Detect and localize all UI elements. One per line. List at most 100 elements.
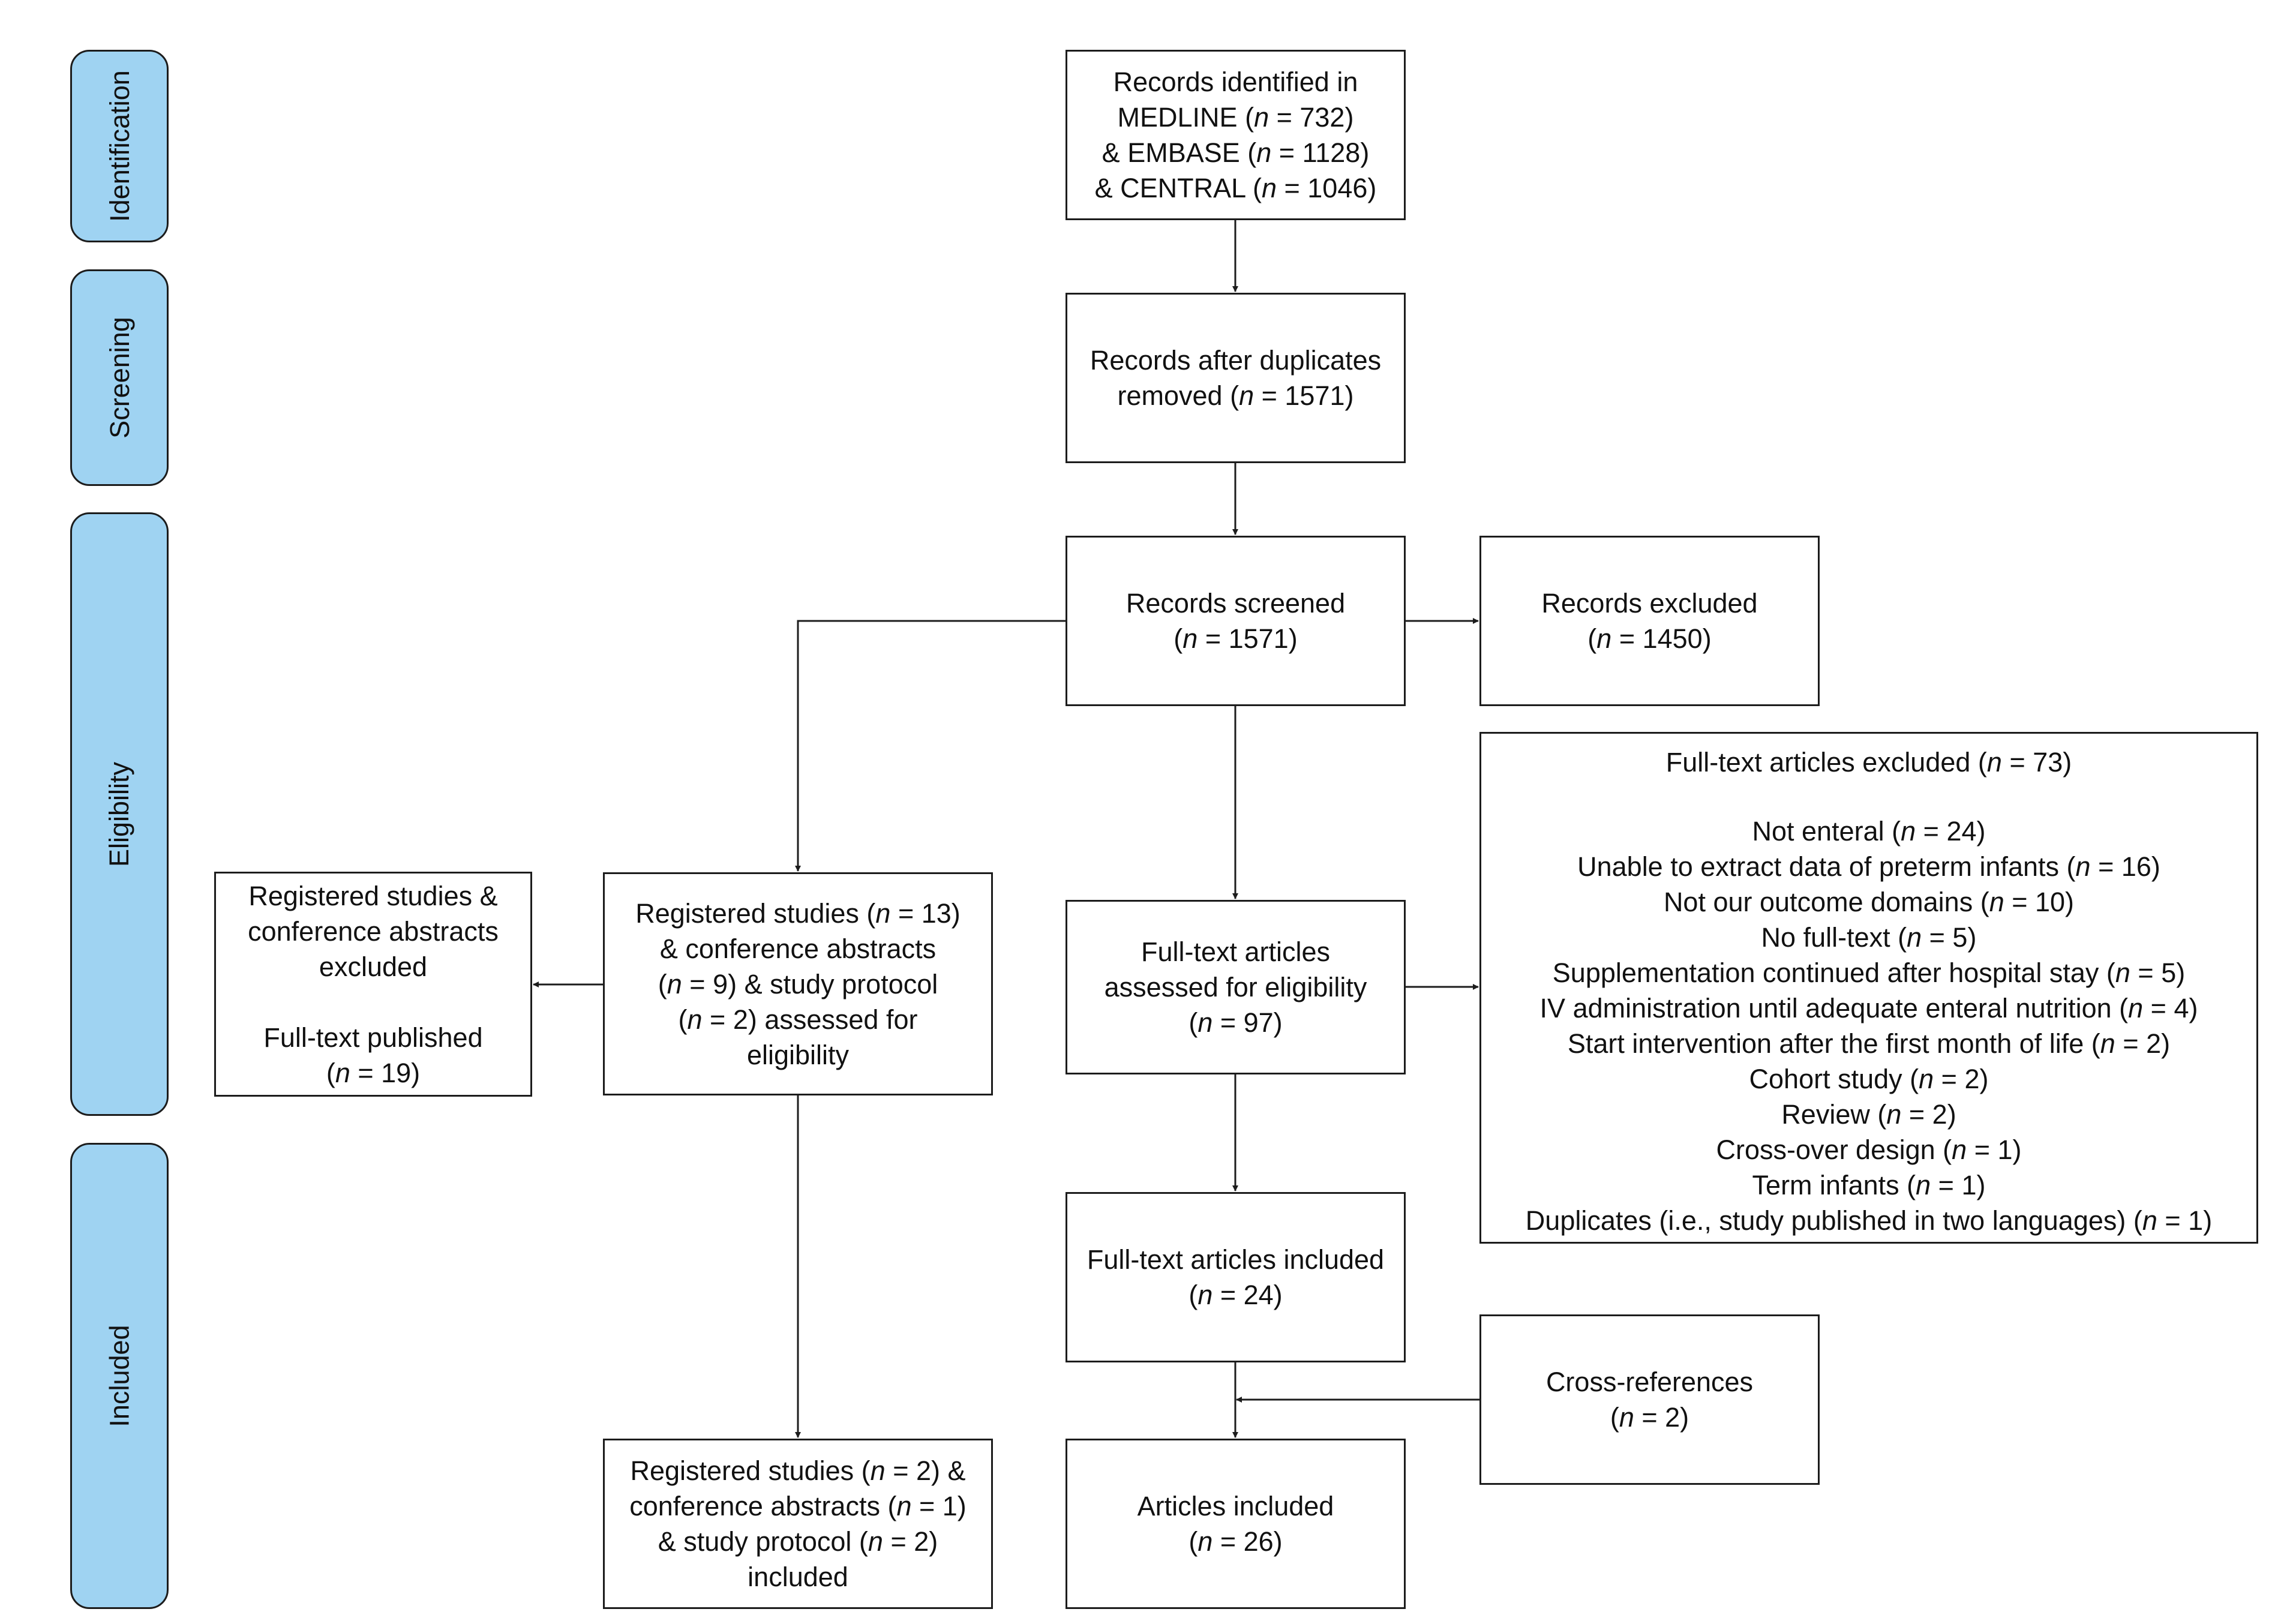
- box-text-line: (n = 1450): [1587, 621, 1711, 656]
- box-text-line: Full-text articles included: [1087, 1242, 1384, 1277]
- text-run: & CENTRAL (: [1094, 173, 1262, 203]
- text-run: = 1): [1967, 1134, 2022, 1165]
- box-text-line: Term infants (n = 1): [1752, 1167, 1986, 1203]
- box-records-screened: Records screened(n = 1571): [1066, 536, 1406, 706]
- text-run: (: [678, 1004, 688, 1035]
- italic-n: n: [667, 968, 682, 999]
- text-run: = 19): [350, 1057, 421, 1088]
- italic-n: n: [1182, 623, 1198, 654]
- text-run: (: [1610, 1402, 1619, 1433]
- italic-n: n: [1919, 1064, 1934, 1094]
- italic-n: n: [1261, 173, 1277, 203]
- italic-n: n: [1886, 1099, 1902, 1130]
- text-run: Articles included: [1137, 1491, 1334, 1521]
- text-run: (: [658, 968, 667, 999]
- box-text-line: Full-text articles excluded (n = 73): [1666, 745, 2072, 780]
- phase-eligibility: Eligibility: [70, 512, 169, 1116]
- box-fulltext-excluded: Full-text articles excluded (n = 73) Not …: [1479, 732, 2258, 1244]
- text-run: (: [326, 1057, 335, 1088]
- box-text-line: Articles included: [1138, 1488, 1334, 1524]
- phase-included: Included: [70, 1143, 169, 1609]
- box-text-line: & study protocol (n = 2): [658, 1524, 938, 1559]
- text-run: Registered studies (: [630, 1455, 871, 1486]
- text-run: Supplementation continued after hospital…: [1552, 957, 2115, 988]
- text-run: included: [748, 1562, 848, 1592]
- box-text-line: (n = 2): [1610, 1400, 1689, 1435]
- text-run: Records after duplicates: [1090, 345, 1382, 376]
- box-text-line: Start intervention after the first month…: [1568, 1026, 2170, 1061]
- text-run: = 2): [1934, 1064, 1989, 1094]
- italic-n: n: [1986, 747, 2002, 778]
- text-run: = 5): [2130, 957, 2186, 988]
- italic-n: n: [1989, 887, 2004, 917]
- text-run: Not our outcome domains (: [1663, 887, 1989, 917]
- box-text-line: excluded: [319, 949, 427, 984]
- italic-n: n: [1907, 922, 1922, 953]
- box-text-line: Cohort study (n = 2): [1749, 1061, 1989, 1097]
- text-run: Duplicates (i.e., study published in two…: [1525, 1205, 2142, 1236]
- text-run: Cross-references: [1545, 1367, 1754, 1397]
- text-run: = 1571): [1254, 380, 1354, 411]
- box-registered-assessed: Registered studies (n = 13)& conference …: [603, 872, 993, 1095]
- box-text-line: Full-text articles: [1141, 934, 1330, 969]
- text-run: = 10): [2004, 887, 2075, 917]
- box-text-line: removed (n = 1571): [1118, 378, 1354, 413]
- box-text-line: Review (n = 2): [1781, 1097, 1956, 1132]
- box-text-line: Not our outcome domains (n = 10): [1664, 884, 2074, 920]
- text-run: = 97): [1212, 1007, 1283, 1038]
- box-text-line: Records identified in: [1114, 64, 1358, 100]
- text-run: Review (: [1781, 1099, 1887, 1130]
- text-run: = 1450): [1611, 623, 1712, 654]
- text-run: = 1): [911, 1491, 967, 1521]
- box-text-line: conference abstracts: [248, 914, 499, 949]
- text-run: Full-text articles included: [1087, 1244, 1385, 1275]
- text-run: (: [1587, 623, 1597, 654]
- text-run: = 2): [1901, 1099, 1956, 1130]
- box-text-line: & EMBASE (n = 1128): [1102, 135, 1370, 170]
- box-text-line: assessed for eligibility: [1105, 969, 1367, 1005]
- italic-n: n: [2142, 1205, 2157, 1236]
- box-text-line: Duplicates (i.e., study published in two…: [1526, 1203, 2212, 1238]
- text-run: IV administration until adequate enteral…: [1539, 993, 2129, 1023]
- text-run: = 2): [1634, 1402, 1689, 1433]
- text-run: Records excluded: [1541, 588, 1758, 619]
- box-text-line: Full-text published: [263, 1020, 482, 1055]
- box-fulltext-included: Full-text articles included(n = 24): [1066, 1192, 1406, 1362]
- text-run: (: [1188, 1280, 1198, 1310]
- italic-n: n: [1596, 623, 1612, 654]
- text-run: = 1046): [1277, 173, 1377, 203]
- box-text-line: No full-text (n = 5): [1761, 920, 1977, 955]
- text-run: No full-text (: [1761, 922, 1907, 953]
- text-run: & conference abstracts: [659, 933, 937, 964]
- box-text-line: Registered studies (n = 13): [635, 896, 961, 931]
- text-run: MEDLINE (: [1117, 102, 1254, 133]
- text-run: = 1128): [1271, 137, 1370, 168]
- box-text-line: Not enteral (n = 24): [1752, 813, 1986, 849]
- text-run: assessed for eligibility: [1104, 972, 1367, 1002]
- box-text-line: Cross-references: [1546, 1364, 1753, 1400]
- text-run: Full-text articles excluded (: [1665, 747, 1987, 778]
- text-run: = 1): [2157, 1205, 2213, 1236]
- italic-n: n: [1239, 380, 1254, 411]
- box-records-excluded: Records excluded(n = 1450): [1479, 536, 1820, 706]
- box-text-line: Records excluded: [1541, 586, 1757, 621]
- box-text-line: Records after duplicates: [1090, 343, 1381, 378]
- italic-n: n: [1901, 816, 1916, 846]
- text-run: Cohort study (: [1749, 1064, 1919, 1094]
- phase-identification: Identification: [70, 50, 169, 242]
- italic-n: n: [896, 1491, 912, 1521]
- italic-n: n: [875, 897, 891, 929]
- box-text-line: Supplementation continued after hospital…: [1553, 955, 2185, 990]
- text-run: & EMBASE (: [1102, 137, 1257, 168]
- text-run: = 2): [2115, 1028, 2171, 1059]
- box-text-line: (n = 2) assessed for: [679, 1002, 918, 1037]
- box-text-line: (n = 24): [1188, 1277, 1282, 1313]
- text-run: Records screened: [1126, 588, 1346, 619]
- text-run: Term infants (: [1752, 1170, 1916, 1200]
- text-run: Records identified in: [1113, 67, 1358, 97]
- text-run: = 2): [883, 1526, 938, 1557]
- box-text-line: Unable to extract data of preterm infant…: [1577, 849, 2160, 884]
